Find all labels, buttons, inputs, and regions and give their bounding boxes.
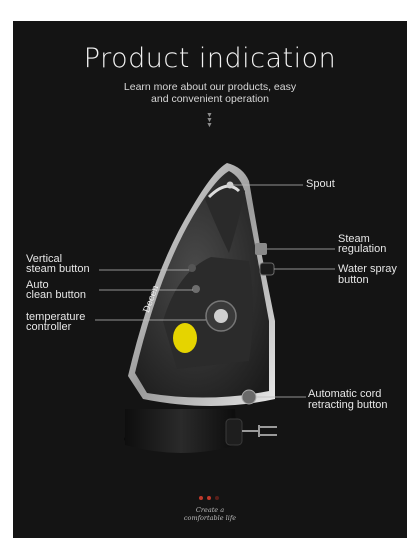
steam-regulation-knob (255, 243, 267, 255)
label-auto-clean-line1: Auto (26, 279, 49, 291)
steam-iron-illustration (95, 163, 335, 453)
label-cord-line1: Automatic cord (308, 388, 382, 400)
label-temperature-line1: temperature (26, 311, 86, 323)
indicator-dot-1 (199, 496, 203, 500)
handle-highlight (207, 184, 241, 199)
label-steam-regulation-line1: Steam (338, 233, 370, 245)
label-steam-regulation-line2: regulation (338, 243, 387, 255)
temperature-dial-center (214, 309, 228, 323)
label-vertical-steam-line2: steam button (26, 263, 90, 275)
water-spray-button-shape (259, 262, 275, 276)
subtitle-line-1: Learn more about our products, easy (123, 81, 297, 93)
indicator-dot-3 (215, 496, 219, 500)
subtitle-line-2: and convenient operation (151, 93, 269, 105)
label-temperature-line2: controller (26, 321, 72, 333)
label-auto-clean-line2: clean button (26, 289, 86, 301)
label-water-spray-line2: button (338, 274, 369, 286)
spout (226, 181, 234, 189)
page-title: Product indication (83, 43, 337, 74)
cord-retract-button-shape (241, 389, 257, 405)
cord-dock (125, 409, 237, 453)
triple-chevron-down-icon: ▼▼▼ (206, 112, 213, 129)
handle (205, 182, 245, 253)
label-water-spray-line1: Water spray (338, 263, 397, 275)
plug-prongs (242, 425, 277, 437)
tagline-line-2: comfortable life (183, 514, 237, 522)
label-cord-line2: retracting button (308, 399, 388, 411)
indicator-dot-2 (207, 496, 211, 500)
yellow-label (173, 323, 197, 353)
label-vertical-steam-line1: Vertical (26, 253, 63, 265)
auto-clean-button-shape (192, 285, 200, 293)
tagline-line-1: Create a (195, 506, 225, 514)
vertical-steam-button-shape (188, 264, 196, 272)
plug-holder (225, 418, 243, 446)
label-spout: Spout (306, 178, 335, 190)
product-panel: Product indication Learn more about our … (13, 21, 407, 538)
page-indicator-dots (197, 496, 223, 502)
